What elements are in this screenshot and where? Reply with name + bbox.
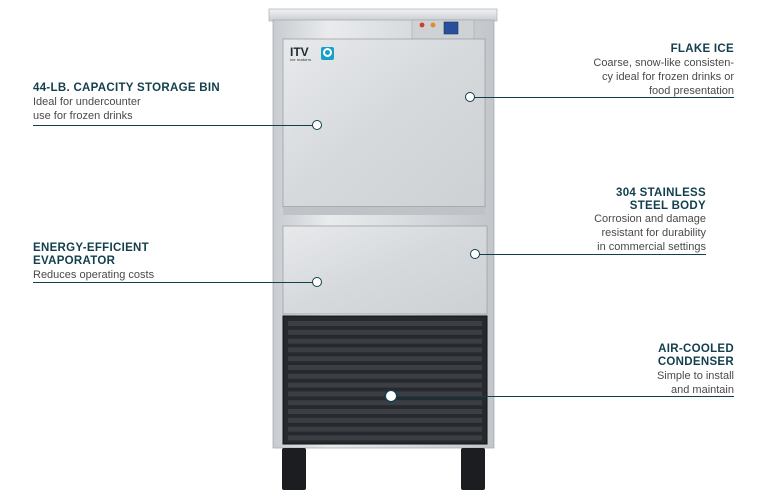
logo-text: ITV ice makers xyxy=(290,46,311,62)
callout-title: 304 STAINLESS xyxy=(616,187,706,199)
callout-stainless-desc: Corrosion and damage resistant for durab… xyxy=(506,212,706,254)
callout-desc-line: in commercial settings xyxy=(597,241,706,253)
control-switch xyxy=(443,21,459,35)
grille-slat xyxy=(288,356,482,362)
callout-desc-line: Reduces operating costs xyxy=(33,269,155,281)
callout-title: STEEL BODY xyxy=(629,200,706,212)
callout-desc-line: cy ideal for frozen drinks or xyxy=(601,71,734,83)
callout-stainless-body: 304 STAINLESS STEEL BODY xyxy=(506,187,706,213)
callout-title: AIR-COOLED xyxy=(658,343,734,355)
callout-evaporator: ENERGY-EFFICIENT EVAPORATOR Reduces oper… xyxy=(33,242,273,282)
callout-line-steel xyxy=(478,254,706,255)
grille-slat xyxy=(288,409,482,414)
leg-left xyxy=(282,448,306,490)
callout-condenser: AIR-COOLED CONDENSER Simple to install a… xyxy=(534,343,734,397)
logo-subtext: ice makers xyxy=(290,57,312,62)
evaporator-panel xyxy=(282,225,488,315)
callout-desc-line: Corrosion and damage xyxy=(594,213,706,225)
callout-marker-bin xyxy=(312,120,322,130)
callout-desc-line: use for frozen drinks xyxy=(33,110,133,122)
machine-top xyxy=(268,8,498,22)
grille-slats xyxy=(288,321,482,441)
control-light-red xyxy=(419,22,425,28)
callout-desc-line: Ideal for undercounter xyxy=(33,96,141,108)
logo-mark xyxy=(323,48,332,57)
grille-slat xyxy=(288,347,482,353)
callout-line-evap xyxy=(33,282,315,283)
grille-slat xyxy=(288,391,482,397)
callout-title: FLAKE ICE xyxy=(670,43,734,55)
callout-marker-flake xyxy=(465,92,475,102)
grille-slat xyxy=(288,329,482,335)
control-light-orange xyxy=(430,22,436,28)
callout-title: CONDENSER xyxy=(657,356,734,368)
callout-title: ENERGY-EFFICIENT xyxy=(33,242,149,254)
callout-line-condenser xyxy=(394,396,734,397)
callout-storage-bin: 44-LB. CAPACITY STORAGE BIN Ideal for un… xyxy=(33,82,273,123)
callout-desc-line: Coarse, snow-like consisten- xyxy=(593,57,734,69)
grille-slat xyxy=(288,321,482,326)
grille-slat xyxy=(288,382,482,388)
condenser-grille xyxy=(282,315,488,445)
callout-flake-ice: FLAKE ICE Coarse, snow-like consisten- c… xyxy=(534,43,734,98)
callout-marker-condenser xyxy=(386,391,396,401)
callout-line-bin xyxy=(33,125,315,126)
grille-slat xyxy=(288,400,482,406)
callout-line-flake xyxy=(472,97,734,98)
callout-desc-line: and maintain xyxy=(671,384,734,396)
callout-desc-line: resistant for durability xyxy=(601,227,706,239)
grille-slat xyxy=(288,338,482,344)
callout-marker-steel xyxy=(470,249,480,259)
callout-desc-line: Simple to install xyxy=(656,370,734,382)
logo-wordmark: ITV xyxy=(290,45,309,59)
grille-slat xyxy=(288,435,482,441)
grille-slat xyxy=(288,373,482,379)
callout-title: 44-LB. CAPACITY STORAGE BIN xyxy=(33,82,221,94)
callout-marker-evap xyxy=(312,277,322,287)
callout-title: EVAPORATOR xyxy=(33,255,116,267)
grille-slat xyxy=(288,417,482,423)
grille-slat xyxy=(288,426,482,432)
callout-desc-line: food presentation xyxy=(648,85,734,97)
leg-right xyxy=(461,448,485,490)
grille-slat xyxy=(288,365,482,370)
